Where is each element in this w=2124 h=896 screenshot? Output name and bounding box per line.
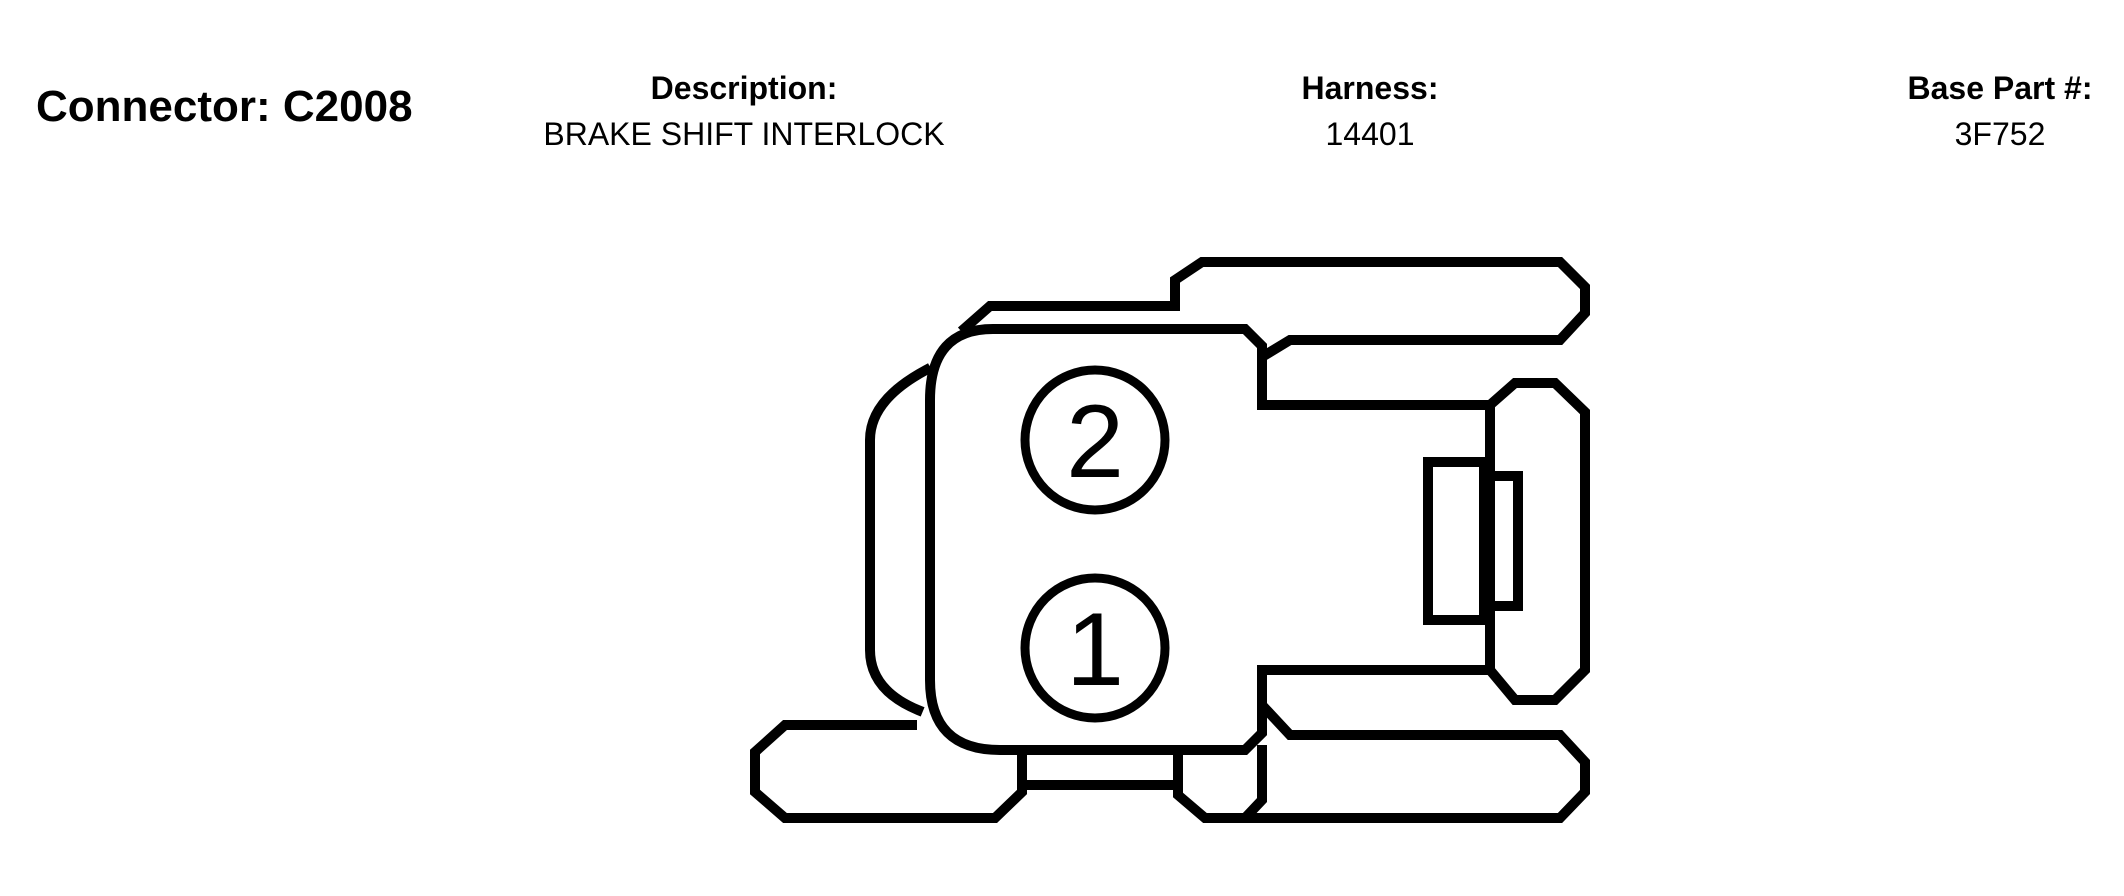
top-upper-flange bbox=[957, 301, 1180, 336]
description-value: BRAKE SHIFT INTERLOCK bbox=[543, 116, 945, 152]
pin-cavity-2 bbox=[1020, 365, 1170, 515]
bottom-right-latch-arm bbox=[1173, 745, 1267, 823]
harness-label: Harness: bbox=[1301, 70, 1439, 106]
base-part-value: 3F752 bbox=[1954, 116, 2046, 152]
description-field: Description: BRAKE SHIFT INTERLOCK bbox=[534, 68, 954, 156]
connector-body bbox=[925, 324, 1495, 755]
left-shell bbox=[865, 363, 933, 717]
top-latch-arm bbox=[1170, 257, 1590, 385]
pin-cavities: 21 bbox=[1020, 365, 1170, 723]
description-label: Description: bbox=[650, 70, 838, 106]
bottom-right-arm-extension bbox=[1205, 675, 1590, 823]
right-end-cap bbox=[1482, 378, 1590, 705]
pin-number-2: 2 bbox=[1066, 384, 1124, 500]
base-part-label: Base Part #: bbox=[1907, 70, 2093, 106]
lock-window-inner bbox=[1479, 471, 1523, 611]
pin-number-1: 1 bbox=[1066, 592, 1124, 708]
connector-title: Connector: C2008 bbox=[36, 82, 413, 131]
harness-value: 14401 bbox=[1325, 116, 1415, 152]
base-part-field: Base Part #: 3F752 bbox=[1880, 68, 2120, 156]
lock-window-outer bbox=[1423, 457, 1489, 625]
bottom-left-latch-arm bbox=[750, 720, 1027, 823]
pin-cavity-1 bbox=[1020, 573, 1170, 723]
bottom-center-tab bbox=[1017, 745, 1183, 790]
harness-field: Harness: 14401 bbox=[1260, 68, 1480, 156]
